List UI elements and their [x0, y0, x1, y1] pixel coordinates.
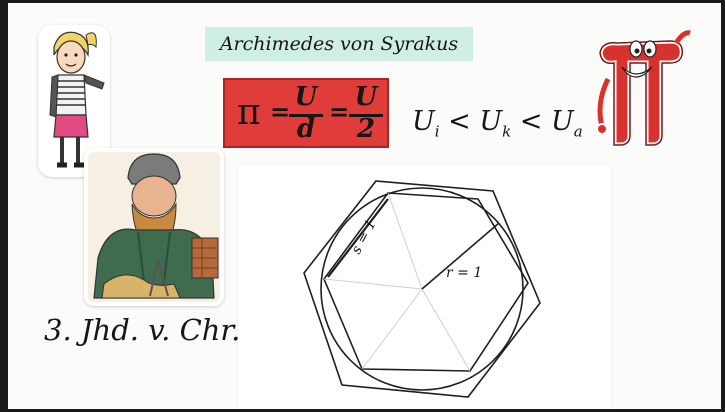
- inequality-sub-i: i: [434, 122, 440, 141]
- equals-sign-1: =: [270, 98, 291, 126]
- fraction-1-denominator: d: [296, 114, 316, 144]
- inequality-u-inner: U: [412, 106, 435, 137]
- page-title: Archimedes von Syrakus: [219, 33, 459, 55]
- title-card: Archimedes von Syrakus: [205, 27, 473, 61]
- equals-sign-2: =: [329, 98, 350, 126]
- side-highlight: [327, 198, 389, 278]
- inequality-lt-1: <: [439, 106, 480, 137]
- girl-character-illustration: [49, 31, 105, 168]
- archimedes-portrait-sticker: [84, 148, 224, 306]
- girl-character-sticker: [38, 25, 110, 177]
- side-label: s = 1: [348, 217, 379, 257]
- archimedes-portrait-illustration: [88, 152, 220, 302]
- fraction-2-bar: [349, 114, 383, 117]
- inequality-sub-a: a: [573, 122, 583, 141]
- pi-formula-card: π = U d = U 2: [223, 78, 389, 148]
- fraction-2-numerator: U: [354, 82, 378, 112]
- pi-symbol: π: [237, 92, 261, 133]
- radius-label: r = 1: [446, 265, 482, 281]
- fraction-1-numerator: U: [294, 82, 318, 112]
- fraction-2-denominator: 2: [356, 114, 376, 144]
- fraction-1-bar: [289, 114, 323, 117]
- sketch-paper: s = 1 r = 1: [238, 165, 611, 409]
- outer-hexagon: [303, 180, 541, 398]
- inequality-u-outer: U: [551, 106, 574, 137]
- era-label: 3. Jhd. v. Chr.: [44, 313, 241, 347]
- radius-line: [421, 222, 500, 290]
- inequality-u-circle: U: [479, 106, 503, 137]
- perimeter-inequality: Ui < Uk < Ua: [412, 106, 583, 140]
- inequality-lt-2: <: [511, 106, 552, 137]
- inequality-sub-k: k: [502, 122, 512, 141]
- slide: Archimedes von Syrakus π = U d = U 2 Ui …: [8, 3, 721, 409]
- circle: [320, 187, 524, 391]
- pi-mascot-illustration: [596, 30, 691, 148]
- pi-mascot-sticker: [588, 23, 692, 153]
- polygon-circle-sketch: s = 1 r = 1: [303, 180, 541, 398]
